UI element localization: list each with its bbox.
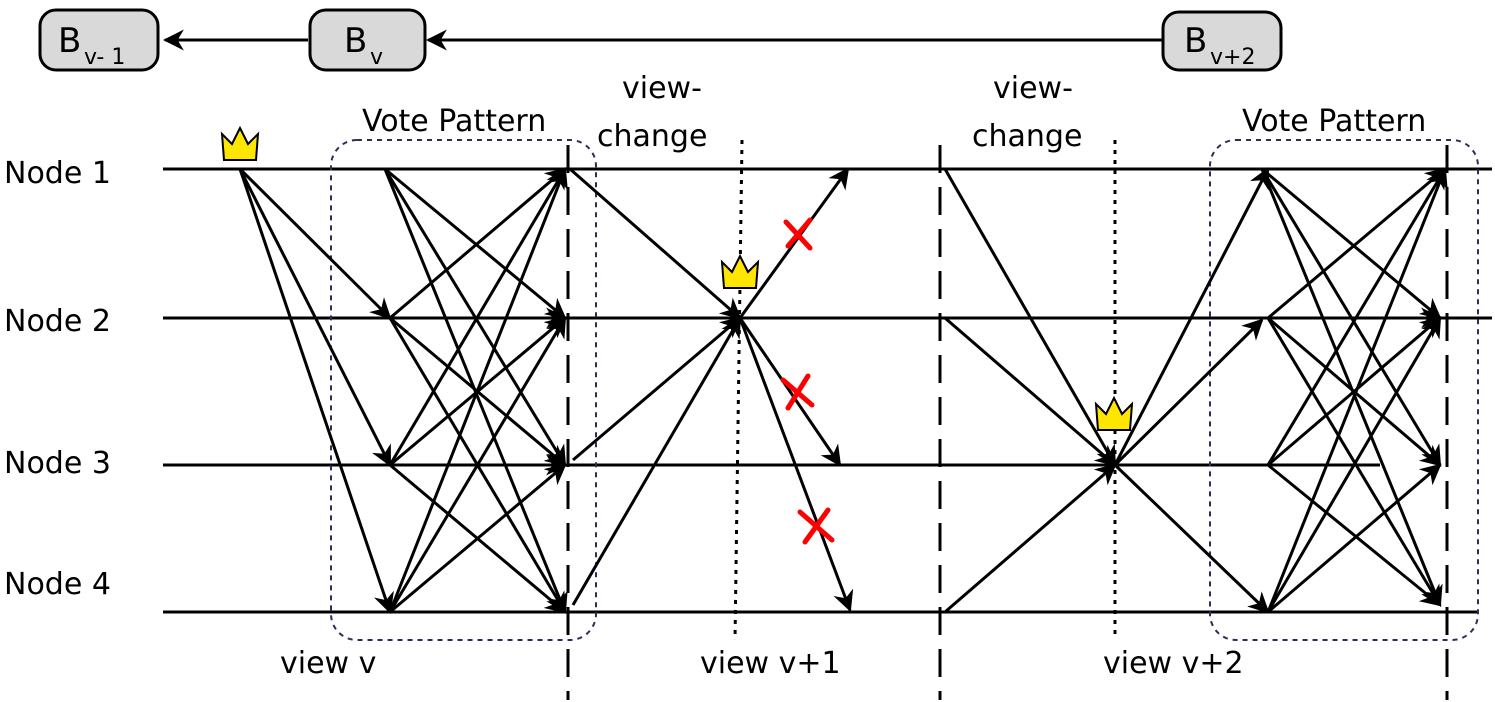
block-letter: B [344, 21, 367, 61]
message-arrow [388, 167, 567, 466]
message-arrow [1261, 167, 1442, 320]
block-letter: B [58, 21, 81, 61]
view-label-v2: view v+2 [1103, 646, 1244, 681]
message-arrow [389, 463, 567, 614]
view-change-label-1-line-1: view- [622, 71, 702, 106]
message-arrow [738, 167, 850, 319]
view-change-labels: view- change view- change [597, 71, 1082, 154]
crown-icon [1094, 395, 1134, 431]
red-cross-icon [783, 217, 813, 251]
message-arrow [1267, 463, 1442, 607]
view-change-label-2-line-1: view- [993, 71, 1073, 106]
view-change-label-2-line-2: change [972, 119, 1082, 154]
crown-icon [220, 125, 260, 161]
message-arrow [569, 167, 742, 320]
message-arrow [1113, 463, 1270, 614]
view-labels: view v view v+1 view v+2 [280, 646, 1244, 681]
node-label-4: Node 4 [4, 567, 111, 602]
node-label-3: Node 3 [4, 446, 111, 481]
message-arrow [238, 167, 392, 320]
node-timelines [163, 167, 1492, 614]
red-cross-icon [780, 373, 815, 411]
red-cross-icon [797, 507, 835, 545]
message-arrow [1267, 167, 1447, 320]
view-change-label-1-line-2: change [597, 119, 707, 154]
block-subscript: v [370, 45, 383, 70]
message-arrows [238, 167, 1448, 614]
message-arrow [738, 317, 842, 467]
block-bv-minus-1: B v- 1 [38, 8, 160, 72]
message-arrow [1267, 463, 1442, 614]
node-label-2: Node 2 [4, 304, 111, 339]
message-arrow [384, 167, 567, 320]
message-arrow [571, 316, 742, 606]
message-arrow [944, 463, 1117, 614]
message-arrow [1266, 317, 1442, 607]
block-chain: B v- 1 B v B v+2 [38, 8, 1283, 72]
node-labels: Node 1 Node 2 Node 3 Node 4 [4, 156, 111, 602]
block-bv: B v [308, 8, 427, 72]
message-arrow [943, 168, 1117, 467]
view-label-v1: view v+1 [700, 646, 841, 681]
message-arrow [1266, 167, 1447, 466]
message-arrow [572, 316, 742, 462]
message-arrow [944, 316, 1117, 467]
block-subscript: v- 1 [84, 45, 125, 70]
vote-pattern-label-right: Vote Pattern [1242, 104, 1426, 139]
crown-icon [720, 253, 760, 289]
message-arrow [1113, 318, 1264, 467]
leader-crowns [220, 125, 1134, 431]
vote-pattern-box-right [1209, 139, 1479, 641]
message-arrow [1267, 316, 1442, 467]
block-subscript: v+2 [1210, 45, 1255, 70]
vote-pattern-label-left: Vote Pattern [362, 104, 546, 139]
view-label-v: view v [280, 646, 376, 681]
message-arrow [738, 317, 854, 612]
view-boundaries [566, 139, 1449, 700]
message-arrow [389, 167, 567, 320]
view-change-time-1 [733, 139, 744, 641]
message-arrow [1113, 167, 1270, 466]
message-arrow [388, 316, 567, 613]
failed-message-marks [780, 217, 835, 545]
node-label-1: Node 1 [4, 156, 111, 191]
message-arrow [1266, 167, 1448, 613]
message-arrow [238, 168, 392, 467]
vote-pattern-boxes: Vote Pattern Vote Pattern [330, 104, 1479, 641]
message-arrow [238, 168, 394, 614]
vote-pattern-box-left [330, 139, 597, 641]
block-letter: B [1184, 21, 1207, 61]
message-arrow [1266, 316, 1442, 613]
block-bv-plus-2: B v+2 [1161, 10, 1283, 72]
message-arrow [388, 167, 568, 613]
